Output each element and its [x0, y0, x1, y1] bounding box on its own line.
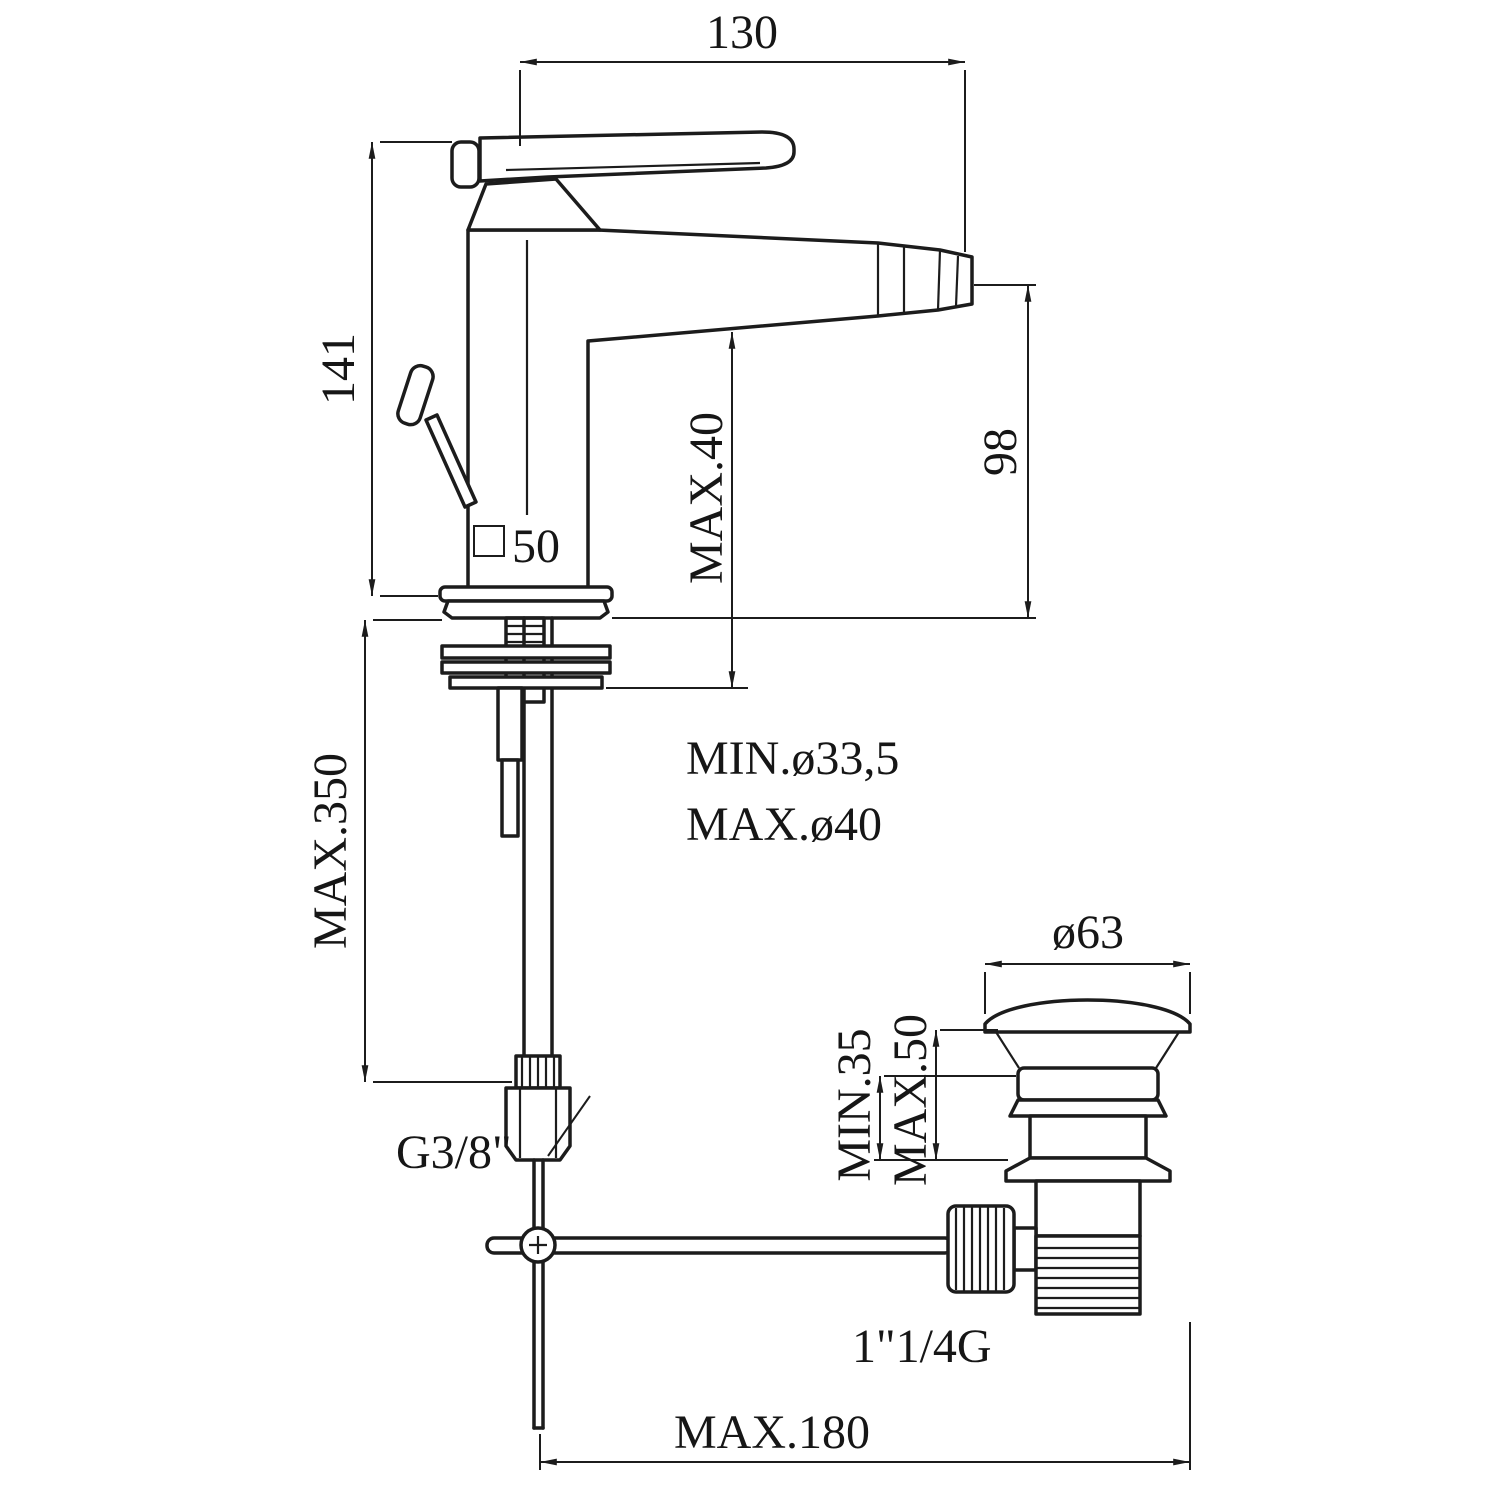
dim-label-max350: MAX.350 — [304, 753, 357, 949]
drain-assembly — [946, 998, 1192, 1316]
dim-max40: MAX.40 — [606, 331, 748, 689]
dim-141: 141 — [312, 141, 452, 597]
dim-label-max40: MAX.40 — [680, 412, 733, 584]
square-dimension-symbol — [473, 525, 505, 557]
dim-label-1-14g: 1"1/4G — [852, 1320, 992, 1373]
dim-label-max50: MAX.50 — [884, 1014, 937, 1186]
dim-label-square50: 50 — [512, 520, 560, 573]
drain-collar-flare — [1008, 1098, 1168, 1118]
clamp-screw-cross — [529, 1236, 547, 1254]
popup-lever-rod — [424, 413, 478, 509]
popup-lever-knob — [396, 363, 435, 427]
dim-label-min-hole: MIN.ø33,5 — [686, 732, 899, 785]
faucet-assembly — [396, 130, 974, 1430]
dimension-annotations: 130 141 MAX.40 98 50 — [304, 6, 1191, 1470]
handle-lever — [478, 130, 796, 183]
drain-flange — [1004, 1156, 1172, 1183]
supply-hose — [522, 616, 554, 1060]
drain-thread-lines — [1036, 1246, 1140, 1310]
hose-nut-facet-lines — [518, 1088, 558, 1158]
nozzle-detail-lines — [876, 243, 960, 316]
linkage-rod — [485, 1236, 954, 1255]
drain-tail-body — [1034, 1179, 1142, 1238]
dim-1-14g: 1"1/4G — [852, 1320, 992, 1373]
dim-g38: G3/8" — [396, 1095, 591, 1179]
dim-deck-thickness: MIN.35 MAX.50 — [828, 1014, 1016, 1186]
mounting-stud-upper — [496, 686, 524, 762]
dim-label-max180: MAX.180 — [674, 1406, 870, 1459]
hose-nut-body — [504, 1086, 572, 1162]
dim-d63: ø63 — [984, 906, 1191, 1014]
dim-label-130: 130 — [706, 6, 778, 59]
dim-label-141: 141 — [312, 333, 365, 405]
dim-hole-diameter: MIN.ø33,5 MAX.ø40 — [686, 732, 899, 851]
base-flange-bottom — [442, 599, 610, 620]
dim-max350: MAX.350 — [304, 619, 512, 1083]
hose-nut-knurl-lines — [520, 1056, 556, 1088]
dim-label-g38: G3/8" — [396, 1126, 512, 1179]
drain-upper-body — [1028, 1114, 1148, 1160]
dim-max180: MAX.180 — [539, 1322, 1191, 1470]
base-flange-top — [438, 585, 614, 603]
dim-label-98: 98 — [974, 428, 1027, 476]
drain-collar — [1016, 1066, 1160, 1102]
mounting-washer-3 — [448, 675, 604, 690]
knurled-knob-lines — [954, 1206, 1006, 1292]
dim-label-min35: MIN.35 — [828, 1028, 881, 1181]
handle-pivot-cap — [450, 140, 481, 189]
mounting-washer-1 — [440, 644, 612, 660]
handle-neck — [466, 177, 602, 232]
dim-label-d63: ø63 — [1052, 906, 1124, 959]
dim-label-max-hole: MAX.ø40 — [686, 798, 882, 851]
dim-98: 98 — [612, 284, 1036, 619]
dim-square50: 50 — [473, 520, 560, 573]
popup-rod — [532, 1158, 545, 1430]
dim-130: 130 — [519, 6, 966, 252]
mounting-washer-2 — [440, 660, 612, 675]
drain-cap — [983, 998, 1192, 1034]
knob-connector — [1012, 1226, 1038, 1272]
drain-cap-taper-lines — [995, 1031, 1180, 1069]
mounting-stud-lower — [500, 758, 520, 838]
handle-lever-edge-line — [505, 161, 761, 172]
